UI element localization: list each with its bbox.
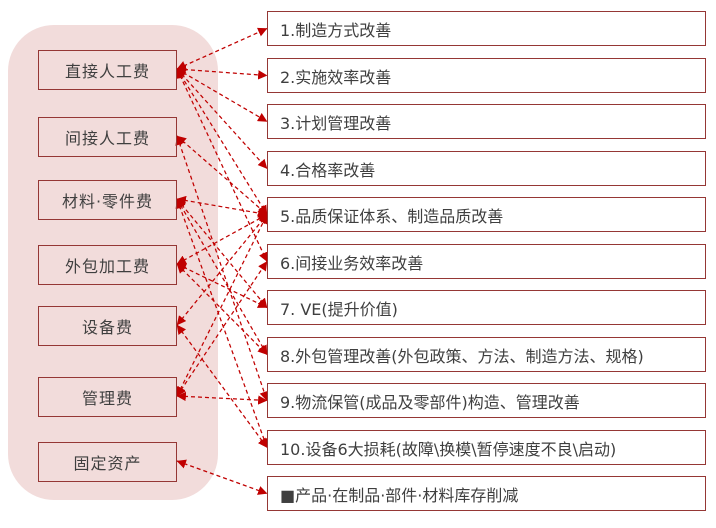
item-box: 5.品质保证体系、制造品质改善 (267, 197, 706, 232)
category-box: 外包加工费 (38, 245, 177, 285)
category-box: 设备费 (38, 306, 177, 346)
item-box: 3.计划管理改善 (267, 104, 706, 139)
item-box: 8.外包管理改善(外包政策、方法、制造方法、规格) (267, 337, 706, 372)
item-box: 1.制造方式改善 (267, 11, 706, 46)
item-box: 6.间接业务效率改善 (267, 244, 706, 279)
category-box: 固定资产 (38, 442, 177, 482)
item-box: 10.设备6大损耗(故障\换模\暂停速度不良\启动) (267, 430, 706, 465)
item-box: ■产品·在制品·部件·材料库存削减 (267, 476, 706, 511)
category-box: 管理费 (38, 377, 177, 417)
category-box: 间接人工费 (38, 117, 177, 157)
item-box: 2.实施效率改善 (267, 58, 706, 93)
category-box: 直接人工费 (38, 50, 177, 90)
category-box: 材料·零件费 (38, 180, 177, 220)
item-box: 9.物流保管(成品及零部件)构造、管理改善 (267, 383, 706, 418)
item-box: 7. VE(提升价值) (267, 290, 706, 325)
item-box: 4.合格率改善 (267, 151, 706, 186)
